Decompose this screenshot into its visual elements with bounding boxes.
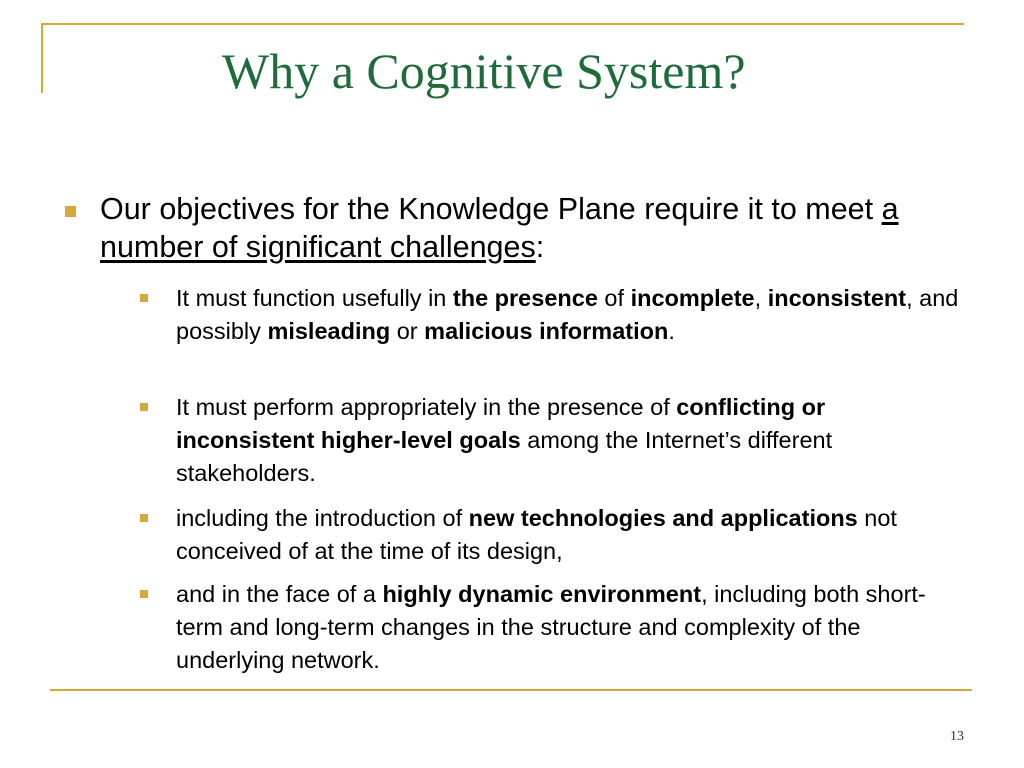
main-bullet-text: Our objectives for the Knowledge Plane r… <box>100 190 970 266</box>
bold-run: inconsistent <box>767 285 907 311</box>
sub-bullet-item-1: It must perform appropriately in the pre… <box>176 391 966 490</box>
small-square-bullet-icon <box>140 590 148 598</box>
text-run: It must function usefully in <box>176 285 453 311</box>
main-bullet-before: Our objectives for the Knowledge Plane r… <box>100 192 882 226</box>
footer-rule <box>50 689 972 691</box>
main-bullet-underlined: a number of significant challenges <box>100 192 899 264</box>
text-run: , and possibly <box>176 285 959 344</box>
bold-run: conflicting or inconsistent higher-level… <box>176 394 826 453</box>
small-square-bullet-icon <box>140 294 148 302</box>
text-run: It must perform appropriately in the pre… <box>176 394 677 420</box>
main-bullet-after: : <box>535 230 545 264</box>
sub-bullet-item-0: It must function usefully in the presenc… <box>176 282 966 348</box>
bold-run: malicious information <box>424 318 669 344</box>
text-run: including the introduction of <box>176 505 469 531</box>
small-square-bullet-icon <box>140 403 148 411</box>
text-run: . <box>668 318 675 344</box>
bold-run: misleading <box>267 318 391 344</box>
sub-bullet-item-2: including the introduction of new techno… <box>176 502 966 568</box>
sub-bullet-item-3: and in the face of a highly dynamic envi… <box>176 578 966 677</box>
bold-run: highly dynamic environment <box>382 581 702 607</box>
text-run: not conceived of at the time of its desi… <box>176 505 897 564</box>
bold-run: new technologies and applications <box>468 505 858 531</box>
text-run: among the Internet’s different stakehold… <box>176 427 833 486</box>
text-run: of <box>597 285 631 311</box>
page-number: 13 <box>950 729 964 744</box>
bold-run: incomplete <box>630 285 755 311</box>
text-run: or <box>390 318 425 344</box>
frame-top-rule <box>41 23 964 25</box>
square-bullet-icon <box>65 206 76 217</box>
frame-left-rule <box>41 23 43 93</box>
text-run: , including both short-term and long-ter… <box>176 581 926 673</box>
small-square-bullet-icon <box>140 514 148 522</box>
bold-run: the presence <box>452 285 598 311</box>
slide-title: Why a Cognitive System? <box>222 43 746 99</box>
text-run: and in the face of a <box>176 581 383 607</box>
text-run: , <box>754 285 768 311</box>
